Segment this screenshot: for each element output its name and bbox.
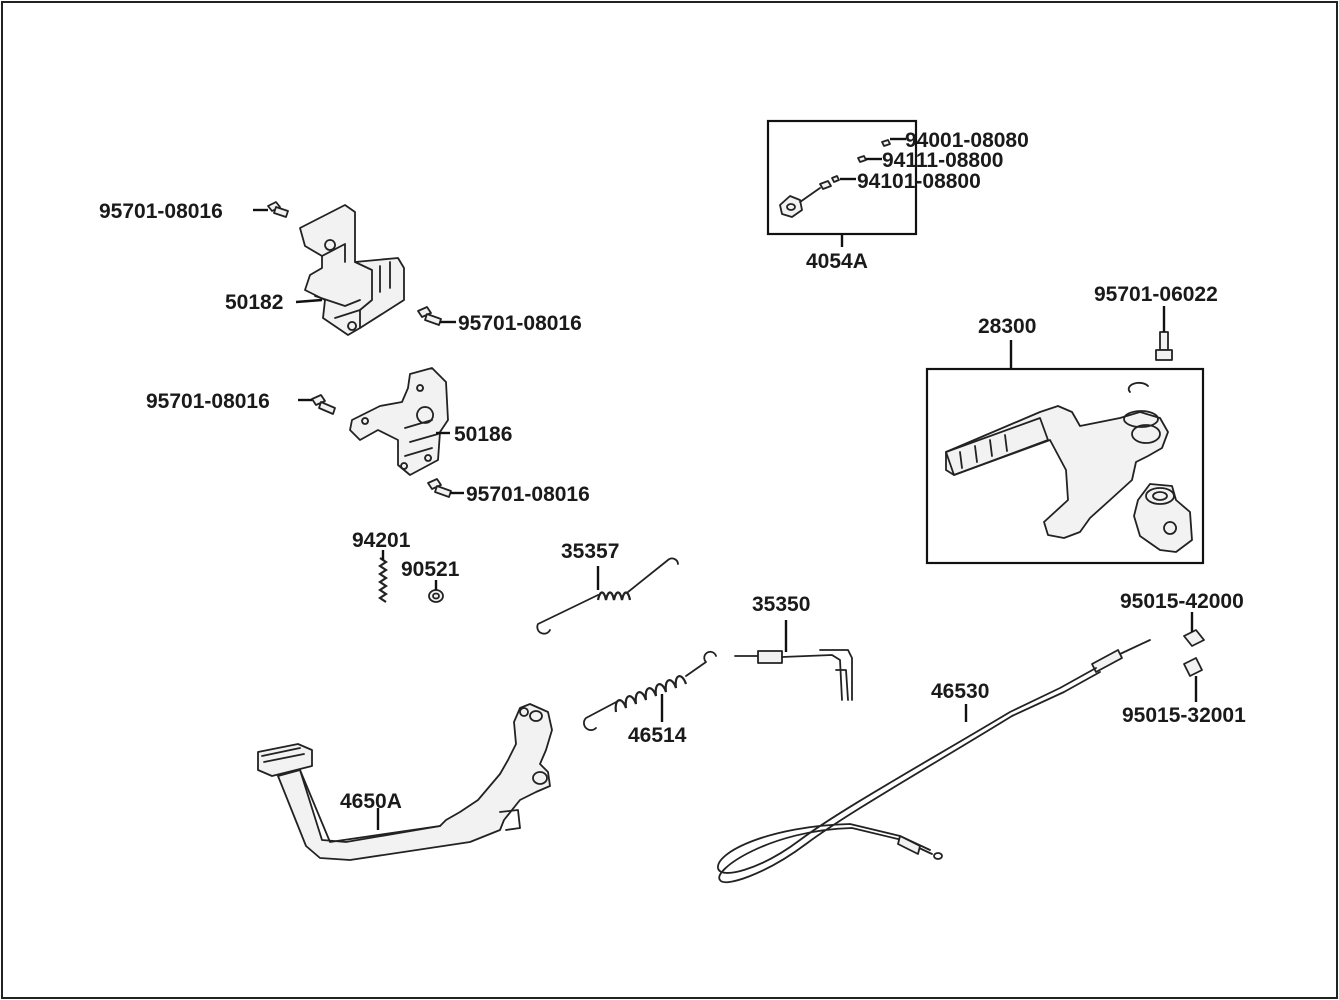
label-95701-08016-d: 95701-08016 — [466, 483, 590, 506]
label-95701-06022: 95701-06022 — [1094, 283, 1218, 306]
bolt-95701-08016-b — [417, 306, 442, 326]
bolt-95701-08016-c — [311, 394, 336, 415]
brake-pedal-4650A — [257, 703, 553, 861]
label-95701-08016-a: 95701-08016 — [99, 200, 223, 223]
bolt-95701-08016-d — [427, 478, 452, 498]
label-28300: 28300 — [978, 315, 1036, 338]
label-4650A: 4650A — [340, 790, 402, 813]
bolt-95701-06022 — [1155, 331, 1173, 361]
spring-pin-94201 — [378, 557, 388, 603]
adjuster-rod-4054A — [779, 180, 832, 218]
label-35350: 35350 — [752, 593, 810, 616]
nut-90521 — [428, 589, 444, 603]
label-94001-08080: 94001-08080 — [905, 129, 1029, 152]
adjuster-95015-32001 — [1183, 657, 1203, 677]
label-4054A: 4054A — [806, 250, 868, 273]
brake-cable-46530 — [717, 639, 1151, 884]
pin-94101-08800 — [831, 175, 840, 183]
nut-94001-08080 — [881, 139, 891, 147]
label-95701-08016-b: 95701-08016 — [458, 312, 582, 335]
label-50182: 50182 — [225, 291, 283, 314]
washer-94111-08800 — [857, 155, 867, 163]
label-94111-08800: 94111-08800 — [882, 149, 1003, 172]
kick-starter-arm-28300 — [945, 381, 1193, 553]
bolt-95701-08016-a — [267, 201, 289, 218]
label-95701-08016-c: 95701-08016 — [146, 390, 270, 413]
adjuster-nut-95015-42000 — [1183, 629, 1205, 647]
bracket-50186 — [349, 367, 449, 476]
label-46530: 46530 — [931, 680, 989, 703]
bracket-50182 — [299, 204, 405, 336]
label-46514: 46514 — [628, 724, 687, 747]
spring-35357 — [536, 557, 679, 635]
label-35357: 35357 — [561, 540, 619, 563]
rod-35350 — [734, 649, 853, 701]
label-94101-08800: 94101-08800 — [857, 170, 981, 193]
label-50186: 50186 — [454, 423, 512, 446]
label-95015-32001: 95015-32001 — [1122, 704, 1246, 727]
label-94201: 94201 — [352, 529, 411, 552]
label-95015-42000: 95015-42000 — [1120, 590, 1244, 613]
label-90521: 90521 — [401, 558, 460, 581]
kit-box-28300 — [925, 367, 1205, 565]
spring-46514 — [583, 650, 717, 731]
